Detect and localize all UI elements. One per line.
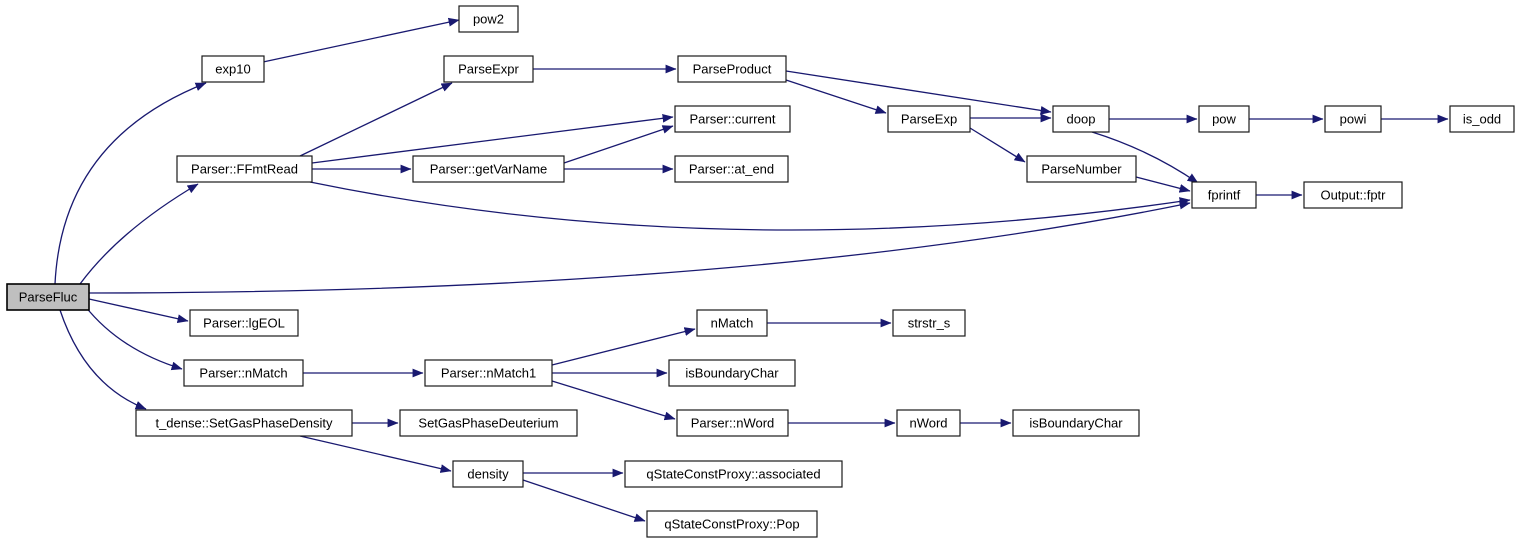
node-label-associated: qStateConstProxy::associated <box>646 466 820 481</box>
edge-ParseProduct-to-doop <box>785 70 1052 115</box>
node-label-SetGasPhaseDensity: t_dense::SetGasPhaseDensity <box>155 415 333 430</box>
node-isBoundaryChar2[interactable]: isBoundaryChar <box>1012 409 1140 437</box>
node-nWord[interactable]: nWord <box>896 409 961 437</box>
edge-FFmtRead-to-current <box>311 113 674 164</box>
edge-nMatch1-to-nMatch <box>551 327 696 366</box>
node-lgEOL[interactable]: Parser::lgEOL <box>189 309 299 337</box>
node-PnWord[interactable]: Parser::nWord <box>676 409 789 437</box>
edge-density-to-Pop <box>522 479 646 522</box>
node-at_end[interactable]: Parser::at_end <box>674 155 789 183</box>
edge-ParseFluc-to-PnMatch <box>84 305 183 371</box>
node-FFmtRead[interactable]: Parser::FFmtRead <box>176 155 313 183</box>
node-label-nWord: nWord <box>909 415 947 430</box>
node-label-FFmtRead: Parser::FFmtRead <box>191 161 298 176</box>
node-label-pow: pow <box>1212 111 1236 126</box>
node-label-exp10: exp10 <box>215 61 250 76</box>
node-label-isBoundaryChar: isBoundaryChar <box>685 365 779 380</box>
edge-ParseFluc-to-FFmtRead <box>79 183 199 285</box>
node-label-nMatch1: Parser::nMatch1 <box>441 365 536 380</box>
node-ParseExpr[interactable]: ParseExpr <box>443 55 534 83</box>
node-ParseNumber[interactable]: ParseNumber <box>1026 155 1137 183</box>
node-SetGasPhaseDensity[interactable]: t_dense::SetGasPhaseDensity <box>135 409 353 437</box>
edge-ParseNumber-to-fprintf <box>1135 176 1191 193</box>
edge-FFmtRead-to-ParseExpr <box>299 82 453 157</box>
node-pow[interactable]: pow <box>1198 105 1250 133</box>
edge-doop-to-fprintf <box>1091 131 1199 184</box>
edge-exp10-to-pow2 <box>262 17 460 63</box>
node-label-strstr_s: strstr_s <box>908 315 951 330</box>
node-strstr_s[interactable]: strstr_s <box>892 309 966 337</box>
node-label-fptr: Output::fptr <box>1320 187 1386 202</box>
node-label-lgEOL: Parser::lgEOL <box>203 315 285 330</box>
node-label-getVarName: Parser::getVarName <box>430 161 548 176</box>
node-ParseProduct[interactable]: ParseProduct <box>677 55 787 83</box>
node-label-SetGasPhaseDeuterium: SetGasPhaseDeuterium <box>418 415 558 430</box>
node-label-PnMatch: Parser::nMatch <box>199 365 287 380</box>
node-label-ParseExpr: ParseExpr <box>458 61 519 76</box>
edge-getVarName-to-current <box>563 125 674 164</box>
node-current[interactable]: Parser::current <box>674 105 791 133</box>
node-nMatch1[interactable]: Parser::nMatch1 <box>424 359 553 387</box>
node-associated[interactable]: qStateConstProxy::associated <box>624 460 843 488</box>
node-fprintf[interactable]: fprintf <box>1191 181 1257 209</box>
node-nMatch[interactable]: nMatch <box>696 309 768 337</box>
edge-FFmtRead-to-fprintf <box>309 181 1191 231</box>
edge-ParseFluc-to-lgEOL <box>88 298 189 324</box>
node-label-PnWord: Parser::nWord <box>691 415 775 430</box>
edge-ParseFluc-to-SetGasPhaseDensity <box>59 309 147 410</box>
node-getVarName[interactable]: Parser::getVarName <box>412 155 565 183</box>
node-label-is_odd: is_odd <box>1463 111 1501 126</box>
node-is_odd[interactable]: is_odd <box>1449 105 1515 133</box>
node-SetGasPhaseDeuterium[interactable]: SetGasPhaseDeuterium <box>399 409 578 437</box>
node-isBoundaryChar[interactable]: isBoundaryChar <box>668 359 796 387</box>
node-label-ParseFluc: ParseFluc <box>19 289 78 304</box>
edge-ParseExp-to-ParseNumber <box>969 127 1026 163</box>
node-label-ParseExp: ParseExp <box>901 111 957 126</box>
node-label-ParseNumber: ParseNumber <box>1041 161 1122 176</box>
node-label-density: density <box>467 466 509 481</box>
node-powi[interactable]: powi <box>1324 105 1382 133</box>
node-label-Pop: qStateConstProxy::Pop <box>664 516 799 531</box>
node-label-nMatch: nMatch <box>711 315 754 330</box>
node-pow2[interactable]: pow2 <box>458 5 519 33</box>
node-label-current: Parser::current <box>690 111 776 126</box>
node-label-isBoundaryChar2: isBoundaryChar <box>1029 415 1123 430</box>
node-exp10[interactable]: exp10 <box>201 55 265 83</box>
node-ParseFluc[interactable]: ParseFluc <box>6 283 90 311</box>
node-label-at_end: Parser::at_end <box>689 161 774 176</box>
node-Pop[interactable]: qStateConstProxy::Pop <box>646 510 818 538</box>
edge-nMatch1-to-PnWord <box>551 380 676 421</box>
edge-ParseFluc-to-exp10 <box>54 82 207 285</box>
node-ParseExp[interactable]: ParseExp <box>887 105 971 133</box>
node-doop[interactable]: doop <box>1052 105 1110 133</box>
edge-SetGasPhaseDensity-to-density <box>299 435 452 473</box>
node-fptr[interactable]: Output::fptr <box>1303 181 1403 209</box>
node-PnMatch[interactable]: Parser::nMatch <box>183 359 304 387</box>
node-density[interactable]: density <box>452 460 524 488</box>
node-label-doop: doop <box>1067 111 1096 126</box>
node-label-pow2: pow2 <box>473 11 504 26</box>
node-label-ParseProduct: ParseProduct <box>693 61 772 76</box>
edge-ParseFluc-to-fprintf <box>88 200 1191 294</box>
node-label-powi: powi <box>1340 111 1367 126</box>
node-label-fprintf: fprintf <box>1208 187 1241 202</box>
edge-ParseProduct-to-ParseExp <box>785 79 887 114</box>
